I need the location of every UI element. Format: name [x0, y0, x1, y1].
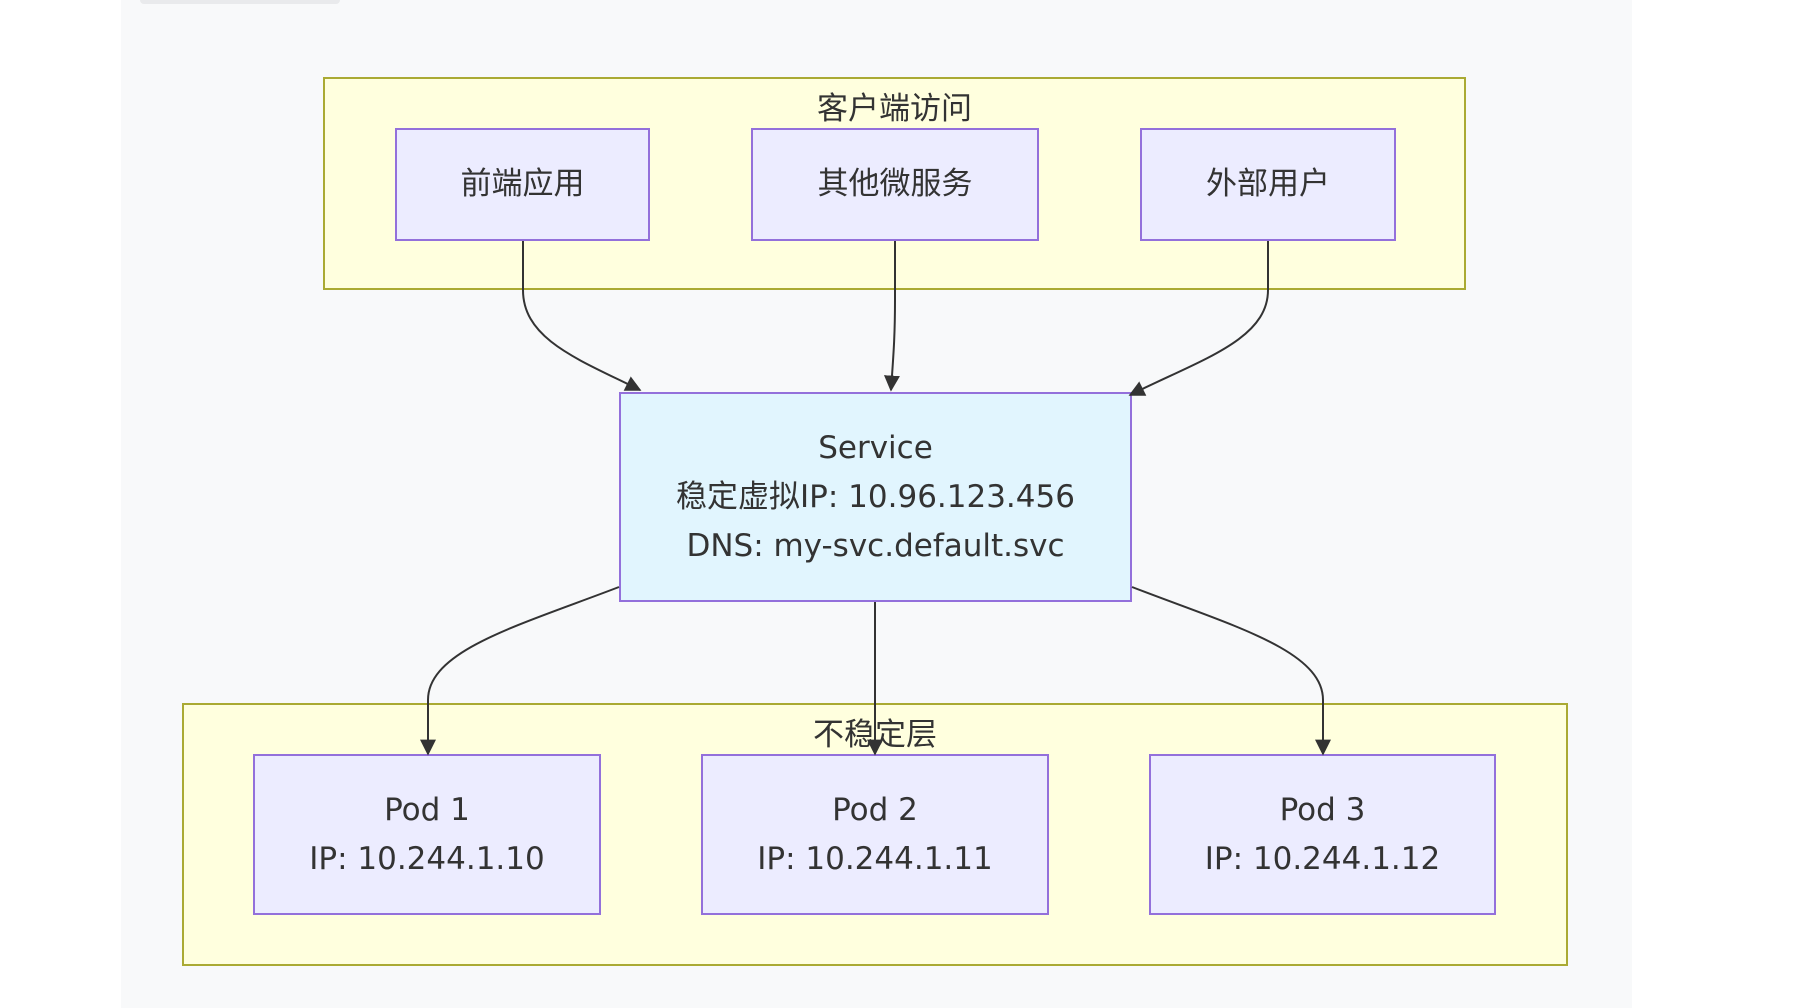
node-external-users[interactable]: 外部用户 — [1140, 128, 1396, 241]
service-virtual-ip: 稳定虚拟IP: 10.96.123.456 — [676, 478, 1075, 515]
node-service[interactable]: Service 稳定虚拟IP: 10.96.123.456 DNS: my-sv… — [619, 392, 1132, 602]
pod-2-name: Pod 2 — [832, 791, 918, 828]
pod-3-ip: IP: 10.244.1.12 — [1204, 840, 1441, 877]
pod-1-ip: IP: 10.244.1.10 — [309, 840, 545, 877]
service-dns: DNS: my-svc.default.svc — [686, 527, 1065, 564]
edge-service-to-pod3 — [1131, 586, 1331, 756]
node-other-microservices[interactable]: 其他微服务 — [751, 128, 1039, 241]
pod-2-ip: IP: 10.244.1.11 — [757, 840, 993, 877]
node-other-microservices-label: 其他微服务 — [817, 166, 973, 202]
node-external-users-label: 外部用户 — [1206, 166, 1330, 202]
edge-frontend-to-service — [522, 241, 642, 391]
cluster-client-access-title: 客户端访问 — [817, 91, 972, 127]
node-pod-1[interactable]: Pod 1 IP: 10.244.1.10 — [253, 754, 601, 915]
node-pod-2[interactable]: Pod 2 IP: 10.244.1.11 — [701, 754, 1049, 915]
top-tab-remnant — [140, 0, 340, 4]
node-frontend-app-label: 前端应用 — [460, 166, 585, 202]
pod-3-name: Pod 3 — [1279, 791, 1366, 828]
edge-microservices-to-service — [883, 241, 900, 392]
edge-external-to-service — [1128, 241, 1269, 396]
service-title: Service — [818, 429, 933, 466]
node-pod-3[interactable]: Pod 3 IP: 10.244.1.12 — [1149, 754, 1496, 915]
pod-1-name: Pod 1 — [384, 791, 470, 828]
edge-service-to-pod1 — [420, 586, 620, 756]
node-frontend-app[interactable]: 前端应用 — [395, 128, 650, 241]
